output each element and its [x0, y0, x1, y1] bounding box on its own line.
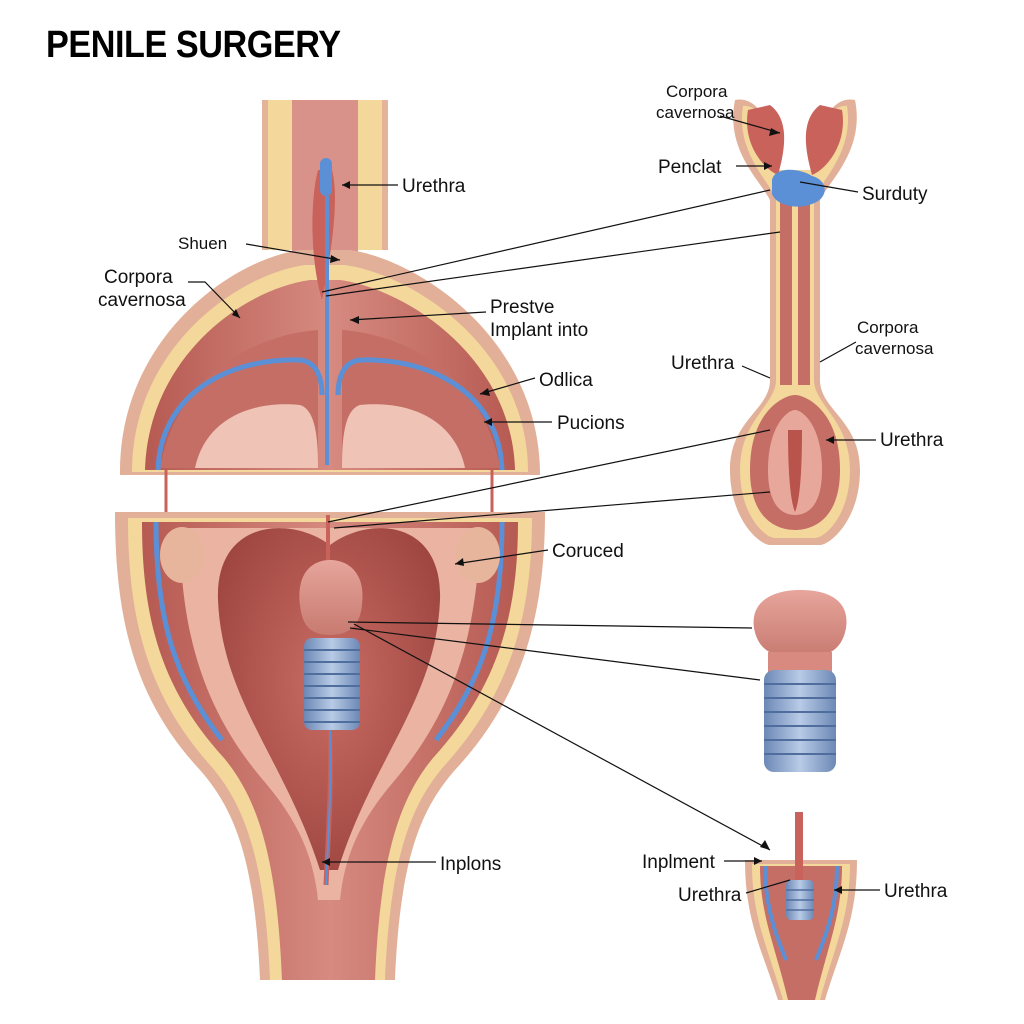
label-coruced: Coruced [552, 541, 624, 562]
label-surduty: Surduty [862, 184, 928, 205]
label-urethra-main: Urethra [402, 176, 466, 197]
label-urethra-br-left: Urethra [678, 885, 742, 906]
bottom-right-labels: Inplment Urethra Urethra [642, 852, 948, 906]
label-corpora-tr-1: Corpora [666, 82, 728, 101]
label-urethra-tr-left: Urethra [671, 353, 735, 374]
top-right-labels: Corpora cavernosa Penclat Surduty Urethr… [656, 82, 944, 451]
leader-lines [188, 115, 880, 894]
label-prestve-1: Prestve [490, 297, 554, 318]
label-urethra-tr-right: Urethra [880, 430, 944, 451]
label-penclat: Penclat [658, 157, 722, 178]
label-shuen: Shuen [178, 234, 227, 253]
label-inplment: Inplment [642, 852, 716, 873]
bottom-right-section [745, 812, 857, 1000]
label-corpora-tr-right-1: Corpora [857, 318, 919, 337]
label-corpora-main-1: Corpora [104, 267, 173, 288]
label-urethra-br-right: Urethra [884, 881, 948, 902]
detached-implant [753, 590, 847, 772]
label-odlica: Odlica [539, 370, 593, 391]
main-upper-body [119, 158, 541, 475]
label-pucions: Pucions [557, 413, 625, 434]
label-prestve-2: Implant into [490, 320, 588, 341]
main-lower-body [115, 512, 545, 980]
label-corpora-main-2: cavernosa [98, 290, 186, 311]
arrowheads [232, 128, 842, 894]
label-corpora-tr-right-2: cavernosa [855, 339, 934, 358]
label-corpora-tr-2: cavernosa [656, 103, 735, 122]
main-labels: Urethra Shuen Corpora cavernosa Prestve … [98, 176, 625, 875]
page-title: PENILE SURGERY [46, 24, 341, 66]
label-inplons: Inplons [440, 854, 501, 875]
